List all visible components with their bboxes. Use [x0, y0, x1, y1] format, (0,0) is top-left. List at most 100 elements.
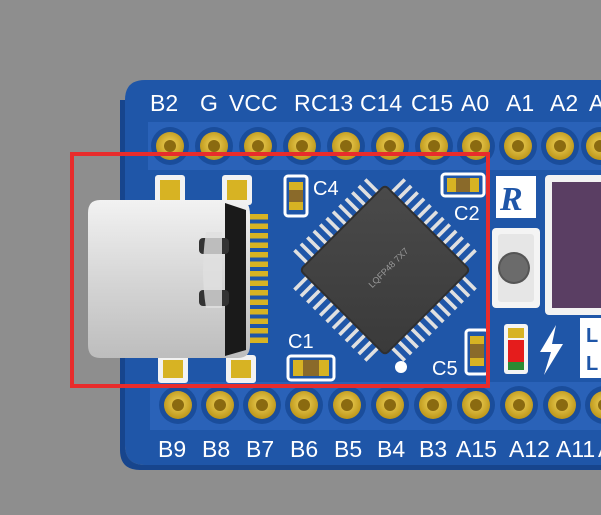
top-pad: [327, 127, 365, 165]
c4-label: C4: [313, 178, 339, 200]
capacitor-c1: C1: [286, 331, 336, 382]
usb-signal-pad: [248, 223, 268, 229]
top-pad: [499, 127, 537, 165]
pin-label-b7: B7: [246, 436, 274, 462]
bottom-pad: [201, 386, 239, 424]
chip-pin: [395, 338, 413, 356]
chip-pin: [357, 338, 375, 356]
logo-r: R: [496, 176, 536, 218]
chip-pin: [460, 248, 477, 266]
top-pad: [541, 127, 579, 165]
chip-pin: [402, 191, 419, 208]
chip-pin: [331, 312, 349, 330]
chip-pin: [351, 191, 368, 208]
chip-pin: [306, 236, 323, 253]
top-pin-labels: B2 G VCC R C13 C14 C15 A0 A1 A2 A: [150, 90, 601, 116]
silk-l-bottom: L: [586, 353, 598, 375]
bottom-pad: [328, 386, 366, 424]
bottom-pad: [371, 386, 409, 424]
pin-label-b9: B9: [158, 436, 186, 462]
pin-label-b4: B4: [377, 436, 405, 462]
chip-pin: [389, 345, 407, 362]
pin-label-b3: B3: [419, 436, 447, 462]
pin-label-a0: A0: [461, 90, 489, 116]
mcu-chip: LQFP48 7X7: [293, 178, 477, 362]
display-module: [545, 175, 601, 315]
bottom-pad: [500, 386, 538, 424]
pin-label-a12: A12: [509, 436, 550, 462]
chip-pin: [440, 229, 458, 247]
chip-pin: [395, 184, 413, 202]
chip-pin: [306, 287, 323, 304]
pin-label-a1: A1: [506, 90, 534, 116]
c2-label: C2: [454, 203, 480, 225]
usb-signal-pad: [248, 337, 268, 343]
top-pad: [371, 127, 409, 165]
bottom-pad: [457, 386, 495, 424]
chip-pin: [402, 332, 419, 349]
pin-label-r: R: [294, 90, 311, 116]
bottom-pad: [243, 386, 281, 424]
usb-c-connector: [88, 200, 250, 358]
usb-signal-pad: [248, 280, 268, 286]
highlight-selection-box: [70, 152, 490, 388]
top-pin-header: [148, 122, 601, 170]
top-pad: [283, 127, 321, 165]
pin-label-c14: C14: [360, 90, 402, 116]
chip-pin: [453, 280, 471, 298]
chip-pin: [325, 216, 343, 234]
chip-pin: [299, 280, 317, 298]
bottom-pad: [285, 386, 323, 424]
pin-label-b5: B5: [334, 436, 362, 462]
chip-pin: [389, 178, 407, 195]
pin1-marker-dot: [395, 361, 407, 373]
chip-pin: [363, 178, 381, 195]
usb-signal-pad: [248, 328, 268, 334]
usb-signal-pad: [248, 214, 268, 220]
usb-signal-pad: [248, 299, 268, 305]
c5-label: C5: [432, 358, 458, 380]
chip-pin: [293, 274, 310, 292]
c1-label: C1: [288, 331, 314, 353]
power-led: [504, 324, 528, 374]
pin-label-b2: B2: [150, 90, 178, 116]
pin-label-a15: A15: [456, 436, 497, 462]
partial-silk-labels: L L: [580, 318, 601, 378]
chip-pin: [415, 319, 432, 337]
pin-label-a2: A2: [550, 90, 578, 116]
top-pad: [195, 127, 233, 165]
top-pad: [415, 127, 453, 165]
top-pad: [239, 127, 277, 165]
pin-label-a-bottom-partial: A: [598, 436, 601, 462]
top-pad: [151, 127, 189, 165]
usb-signal-pad: [248, 261, 268, 267]
chip-pin: [434, 300, 452, 317]
chip-pin: [351, 332, 368, 349]
reset-button[interactable]: [492, 228, 540, 308]
bottom-pin-header: [150, 382, 601, 430]
capacitor-c5: C5: [432, 328, 490, 380]
chip-pin: [338, 203, 355, 221]
pin-label-vcc: VCC: [229, 90, 278, 116]
usb-signal-pad: [248, 233, 268, 239]
top-pad: [581, 127, 601, 165]
chip-pin: [421, 312, 439, 330]
chip-pin: [293, 248, 310, 266]
pin-label-c15: C15: [411, 90, 453, 116]
bottom-pad: [159, 386, 197, 424]
usb-signal-pad: [248, 290, 268, 296]
pin-label-a11: A11: [556, 436, 595, 462]
chip-pin: [344, 197, 362, 215]
chip-pin: [312, 293, 330, 311]
chip-pin: [318, 223, 336, 240]
chip-pin: [447, 236, 464, 253]
pin-label-c13: C13: [311, 90, 353, 116]
chip-pin: [408, 197, 426, 215]
chip-pin: [453, 242, 471, 260]
chip-pin: [363, 345, 381, 362]
chip-pin: [434, 223, 452, 240]
usb-signal-pad: [248, 242, 268, 248]
usb-mounting-pads: [155, 175, 256, 383]
